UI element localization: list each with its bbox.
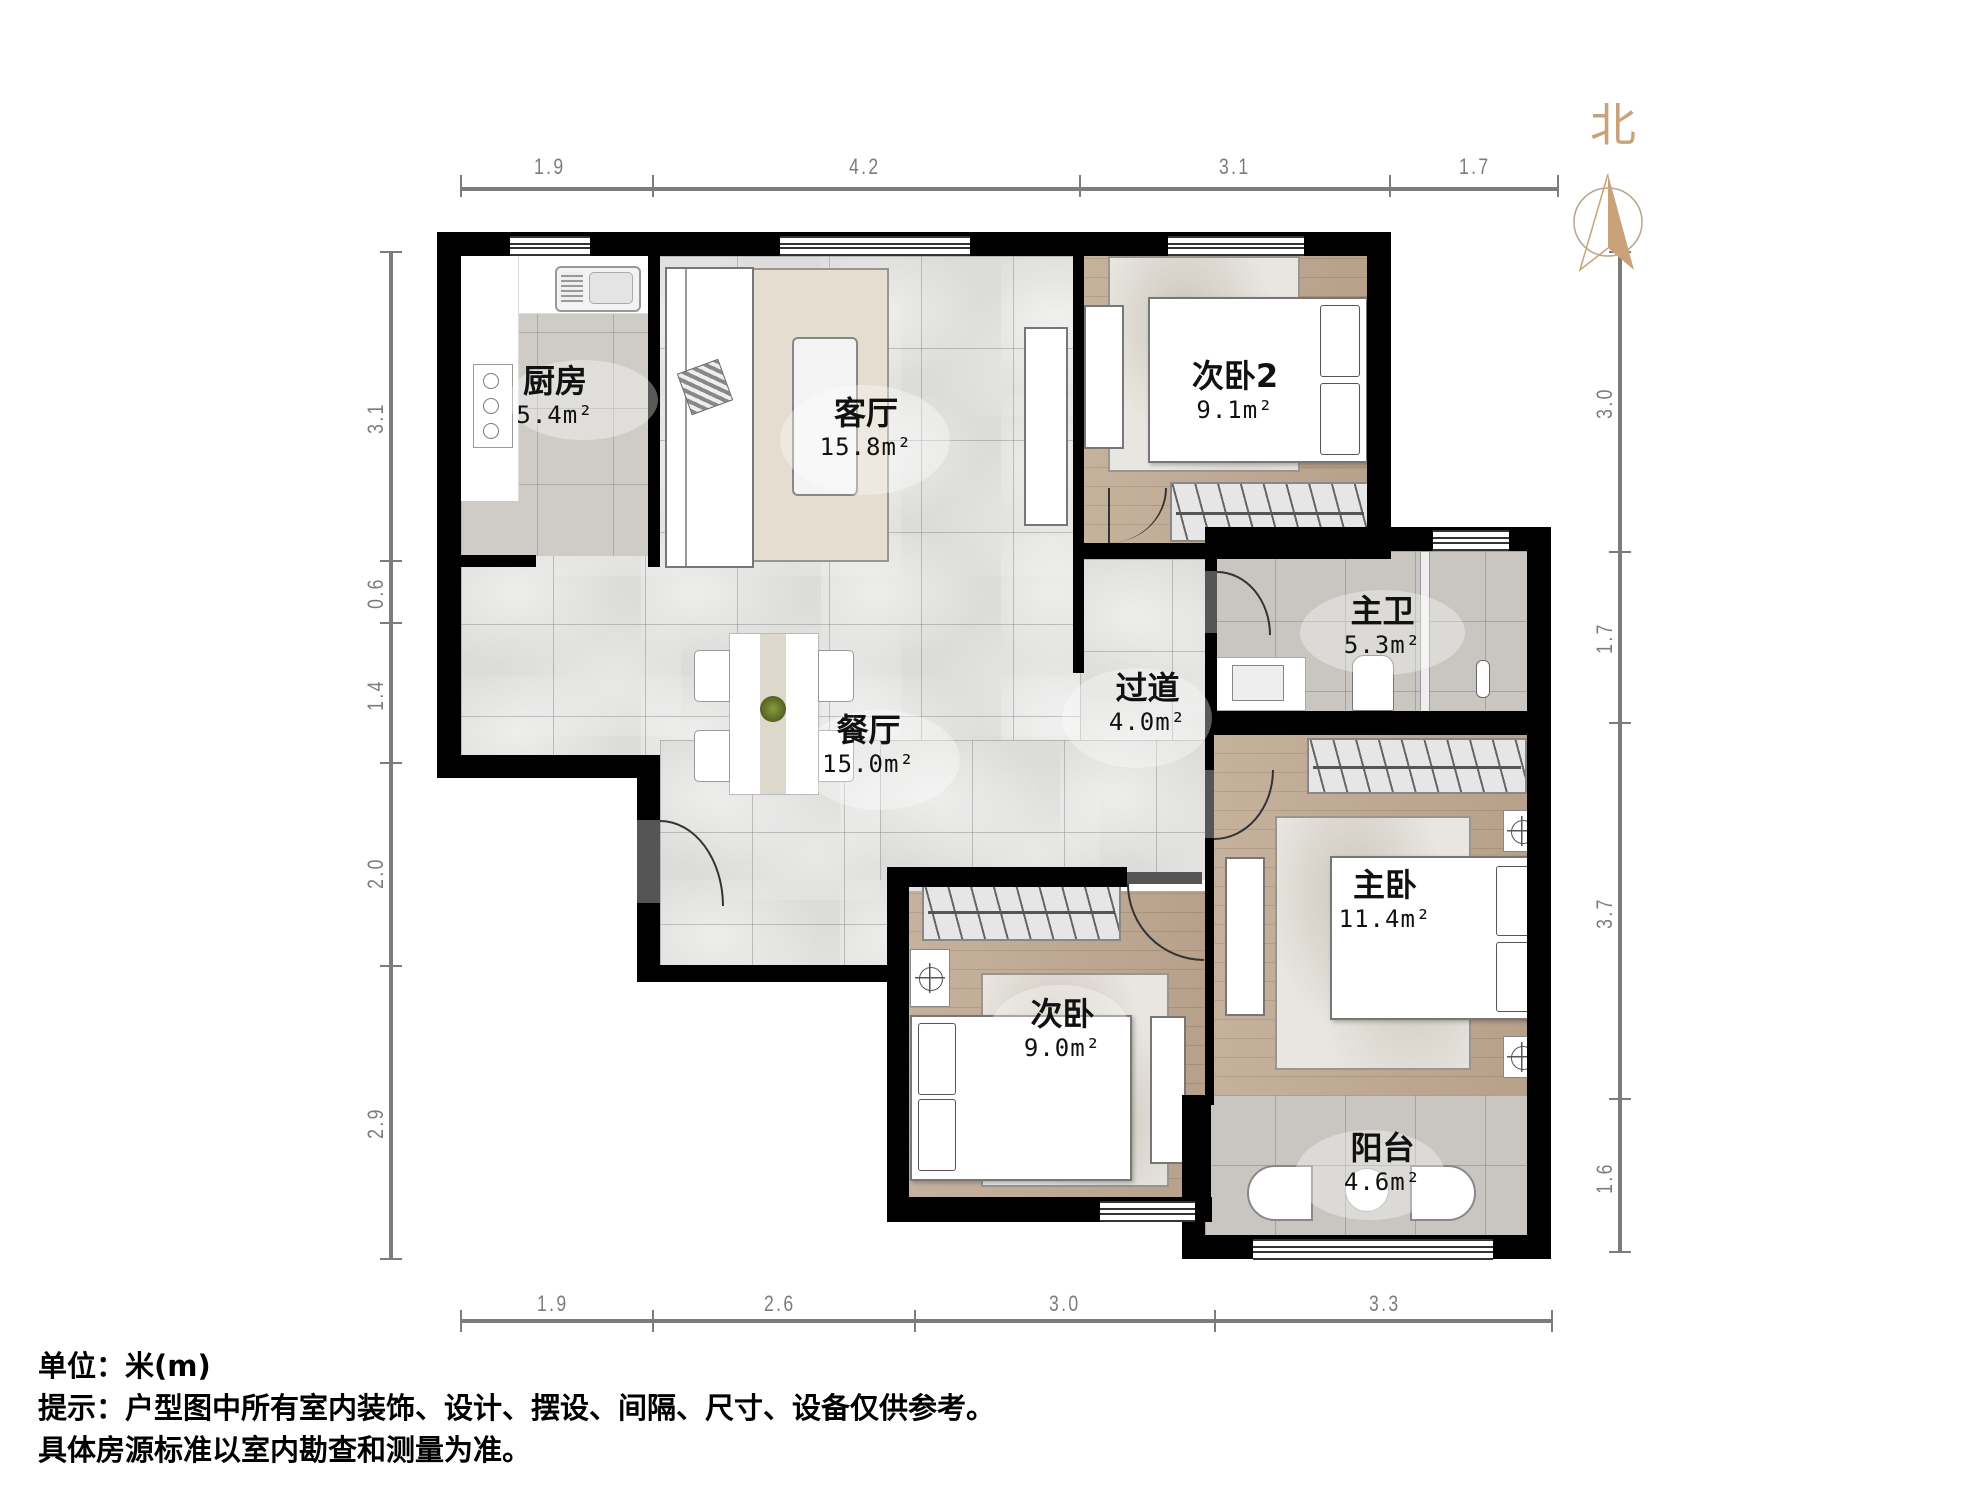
living-window	[780, 236, 970, 256]
dining-chair	[694, 650, 730, 702]
washbasin-icon	[1209, 657, 1306, 711]
bedroom2-desk	[1084, 305, 1124, 449]
dim-right-3: 3.7	[1591, 897, 1617, 929]
bedroom2-bed	[1148, 297, 1368, 463]
kitchen-window	[510, 236, 590, 256]
balcony-window	[1253, 1239, 1493, 1260]
dim-right-2: 1.7	[1591, 622, 1617, 654]
bedroom2-window	[1168, 236, 1304, 256]
balcony-chair-right	[1410, 1165, 1476, 1221]
dim-bottom-4: 3.3	[1368, 1291, 1401, 1316]
dim-right-4: 1.6	[1591, 1162, 1617, 1194]
dim-bottom-3: 3.0	[1048, 1291, 1081, 1316]
master-door[interactable]	[1205, 770, 1214, 838]
second-wardrobe	[922, 881, 1121, 941]
room-living: 客厅 15.8m²	[806, 394, 926, 462]
second-bedroom-door[interactable]	[1127, 872, 1202, 884]
room-name: 次卧2	[1191, 357, 1279, 395]
tv-cabinet	[1024, 327, 1068, 526]
unit-note: 单位：米(m)	[38, 1349, 211, 1383]
sofa	[665, 267, 754, 568]
dim-top-1: 1.9	[533, 154, 566, 179]
sink-icon	[555, 266, 641, 312]
dim-top-3: 3.1	[1218, 154, 1251, 179]
dim-left-5: 2.9	[362, 1107, 388, 1139]
dim-top-4: 1.7	[1458, 154, 1491, 179]
room-area: 9.0m²	[1023, 1034, 1102, 1062]
second-bedroom-window	[1100, 1201, 1195, 1222]
room-area: 15.8m²	[819, 433, 913, 461]
room-name: 次卧	[1030, 995, 1095, 1033]
room-name: 阳台	[1350, 1129, 1415, 1167]
room-name: 过道	[1115, 669, 1180, 707]
master-dresser	[1225, 857, 1265, 1016]
room-master-bath: 主卫 5.3m²	[1325, 592, 1440, 660]
dim-left-2: 0.6	[362, 577, 388, 609]
dim-left-4: 2.0	[362, 857, 388, 889]
room-kitchen: 厨房 5.4m²	[500, 362, 610, 430]
dim-left-3: 1.4	[362, 679, 388, 711]
stove-icon	[473, 364, 513, 448]
entrance-door[interactable]	[637, 820, 660, 903]
dining-table	[729, 633, 819, 795]
dim-right-1: 3.0	[1591, 387, 1617, 419]
disclaimer-note: 具体房源标准以室内勘查和测量为准。	[38, 1433, 532, 1467]
room-area: 9.1m²	[1196, 396, 1274, 424]
bath-door[interactable]	[1205, 571, 1217, 633]
room-second-bedroom: 次卧 9.0m²	[1000, 995, 1125, 1063]
room-area: 5.3m²	[1343, 631, 1422, 659]
dim-left-1: 3.1	[362, 402, 388, 434]
shower-faucet-icon	[1476, 660, 1490, 698]
footnotes: 单位：米(m) 提示：户型图中所有室内装饰、设计、摆设、间隔、尺寸、设备仅供参考…	[38, 1345, 995, 1471]
dining-chair	[818, 650, 854, 702]
master-bed	[1330, 856, 1542, 1020]
room-area: 4.6m²	[1343, 1168, 1422, 1196]
room-name: 客厅	[833, 394, 898, 432]
balcony-chair-left	[1247, 1165, 1313, 1221]
dim-bottom-1: 1.9	[536, 1291, 569, 1316]
coffee-table	[792, 337, 858, 496]
plant-icon	[760, 696, 786, 722]
room-master-bedroom: 主卧 11.4m²	[1320, 866, 1450, 934]
second-cabinet	[1150, 1016, 1186, 1164]
room-name: 主卫	[1350, 592, 1415, 630]
toilet-icon	[1352, 655, 1394, 711]
room-name: 厨房	[522, 362, 587, 400]
room-name: 主卧	[1352, 866, 1417, 904]
tip-note: 提示：户型图中所有室内装饰、设计、摆设、间隔、尺寸、设备仅供参考。	[38, 1391, 996, 1425]
room-area: 11.4m²	[1338, 905, 1432, 933]
room-balcony: 阳台 4.6m²	[1325, 1129, 1440, 1197]
corridor-lower-floor	[880, 740, 1205, 880]
room-area: 5.4m²	[516, 401, 594, 429]
dim-top-2: 4.2	[848, 154, 881, 179]
dim-bottom-2: 2.6	[763, 1291, 796, 1316]
second-nightstand	[910, 949, 950, 1007]
dining-chair	[818, 730, 854, 782]
balcony-table	[1345, 1168, 1389, 1212]
room-area: 4.0m²	[1108, 708, 1187, 736]
second-bed	[910, 1015, 1132, 1181]
bath-window	[1433, 530, 1509, 551]
room-name: 餐厅	[836, 711, 901, 749]
master-wardrobe	[1307, 738, 1527, 794]
room-corridor: 过道 4.0m²	[1090, 669, 1205, 737]
dining-chair	[694, 730, 730, 782]
room-dining: 餐厅 15.0m²	[806, 711, 931, 779]
room-area: 15.0m²	[822, 750, 915, 778]
room-bedroom2: 次卧2 9.1m²	[1170, 357, 1300, 425]
north-label: 北	[1590, 98, 1636, 152]
north-arrow-icon	[1573, 173, 1643, 273]
